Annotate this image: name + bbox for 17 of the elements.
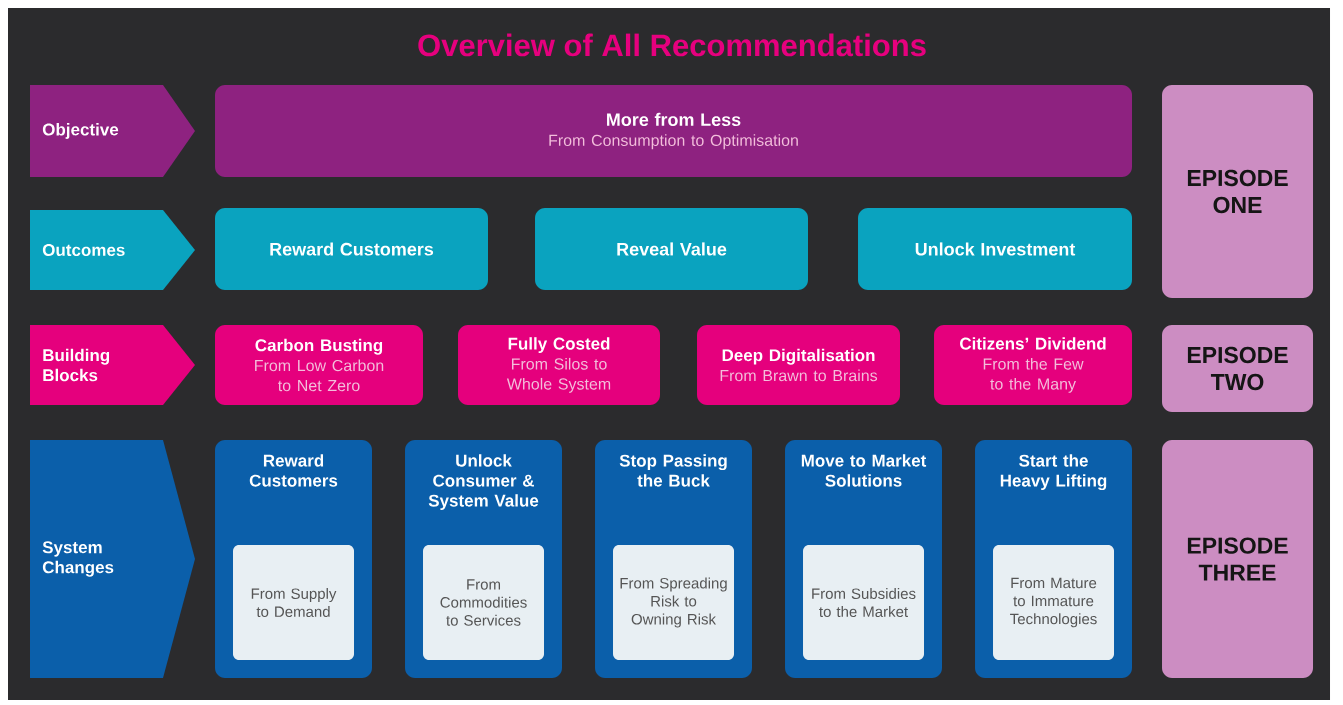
outcome-box: Reward Customers: [215, 208, 488, 290]
outcome-box: Unlock Investment: [858, 208, 1132, 290]
outcome-box: Reveal Value: [535, 208, 808, 290]
episode-box: EPISODE TWO: [1162, 325, 1313, 412]
shift-box: From Commodities to Services: [423, 545, 544, 660]
building-block-box: Fully Costed From Silos to Whole System: [458, 325, 660, 405]
shift-box: From Subsidies to the Market: [803, 545, 924, 660]
building-block-box: Carbon Busting From Low Carbon to Net Zero: [215, 325, 423, 405]
episode-box: EPISODE THREE: [1162, 440, 1313, 678]
shift-box: From Supply to Demand: [233, 545, 354, 660]
building-block-box: Citizens’ Dividend From the Few to the Many: [934, 325, 1132, 405]
building-block-box: Deep Digitalisation From Brawn to Brains: [697, 325, 900, 405]
title: Overview of All Recommendations: [418, 33, 926, 57]
shift-box: From Spreading Risk to Owning Risk: [613, 545, 734, 660]
episode-box: EPISODE ONE: [1162, 85, 1313, 298]
shift-box: From Mature to Immature Technologies: [993, 545, 1114, 660]
objective-box: More from Less From Consumption to Optimisation: [215, 85, 1132, 177]
